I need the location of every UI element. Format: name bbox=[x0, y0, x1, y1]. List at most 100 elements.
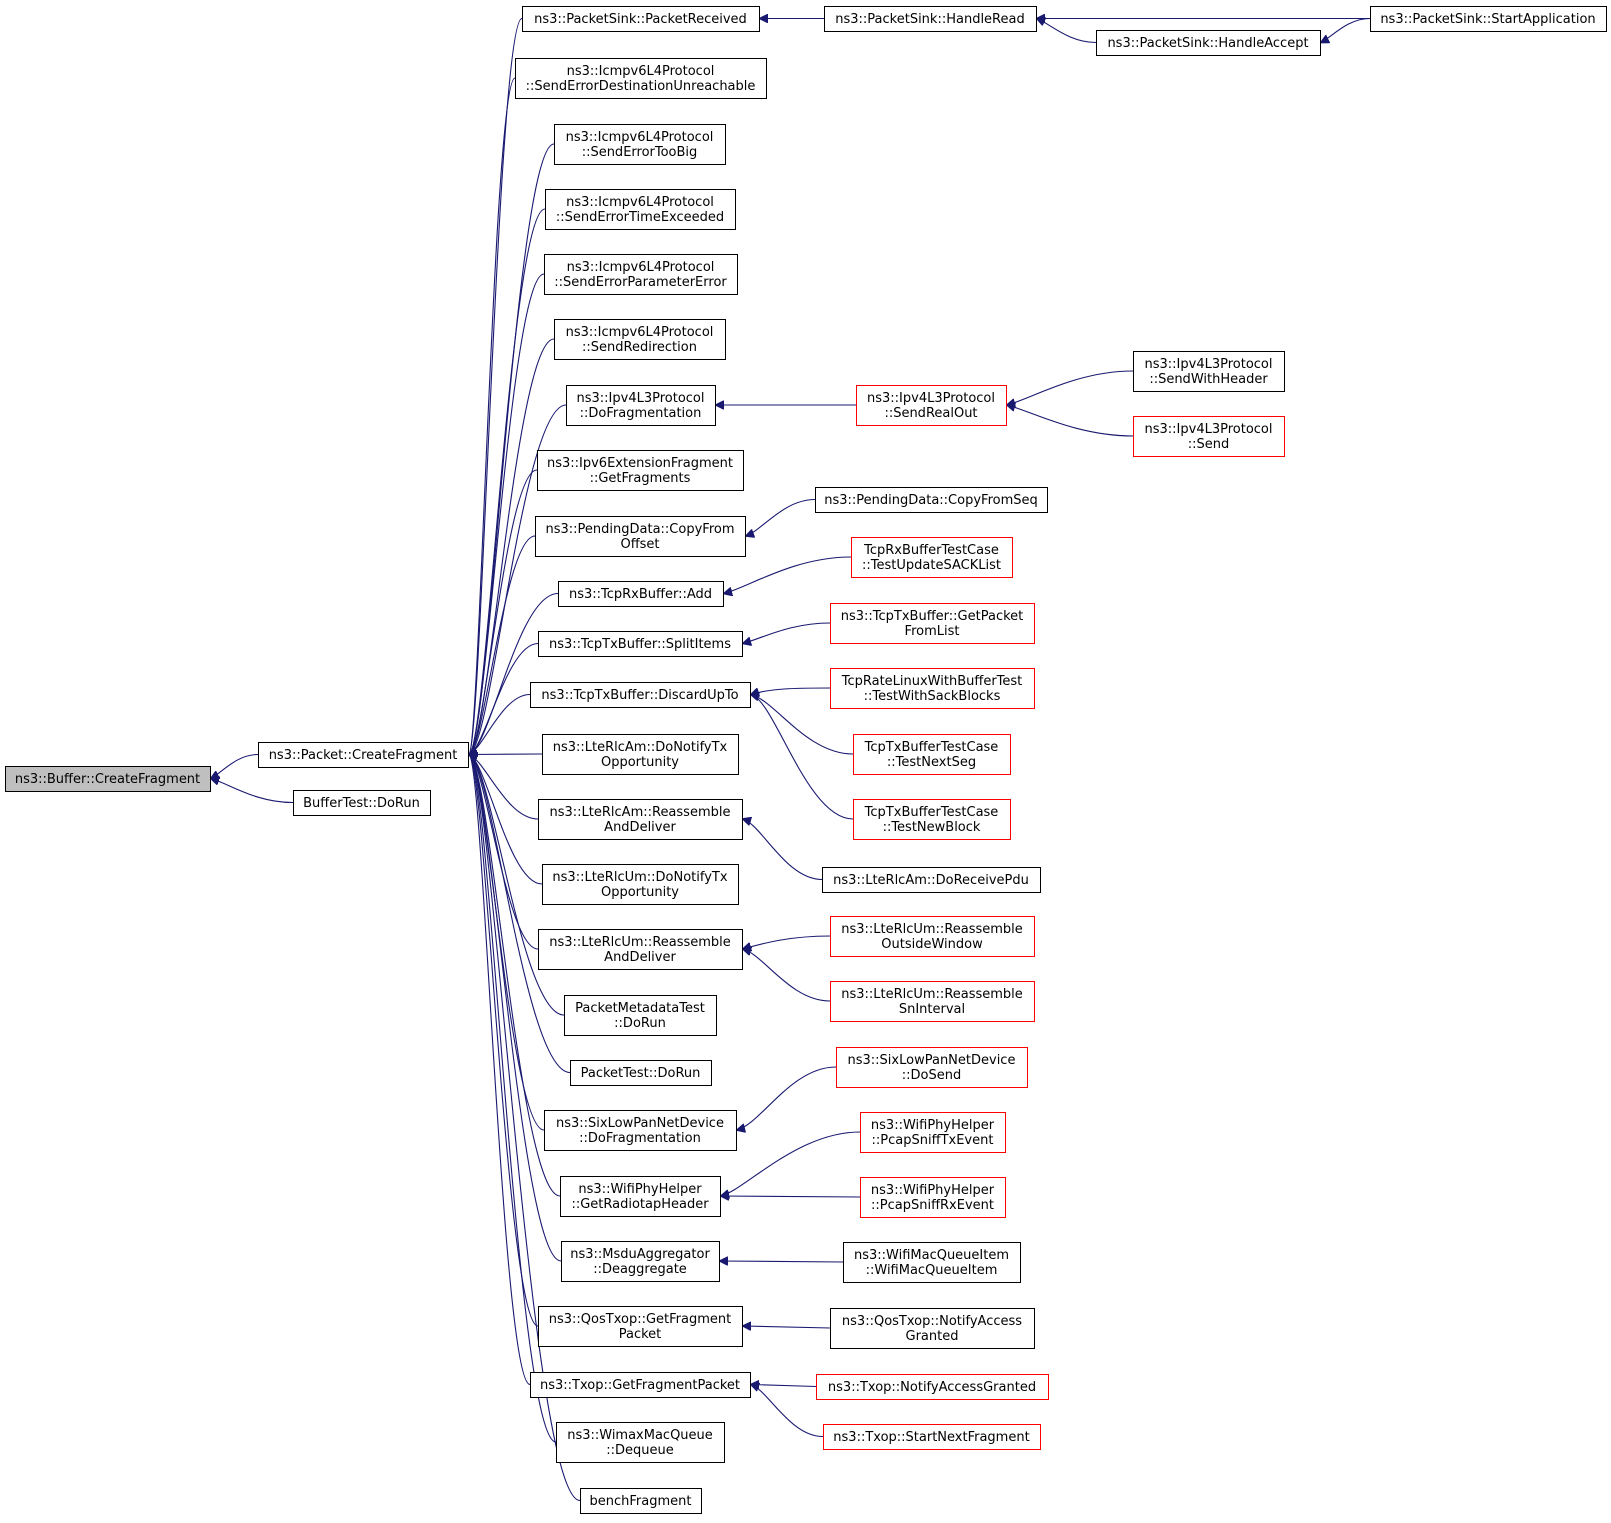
node-box bbox=[542, 864, 739, 905]
node-tcprx-add[interactable]: ns3::TcpRxBuffer::Add bbox=[558, 581, 724, 607]
node-pending-copyfromseq[interactable]: ns3::PendingData::CopyFromSeq bbox=[815, 487, 1048, 513]
node-box bbox=[824, 6, 1037, 32]
call-edge-wimax-dequeue-to-packet-createfragment bbox=[469, 755, 557, 1443]
node-wifiphy-pcaprx[interactable]: ns3::WifiPhyHelper::PcapSniffRxEvent bbox=[860, 1177, 1006, 1218]
node-rlcam-doreceivepdu[interactable]: ns3::LteRlcAm::DoReceivePdu bbox=[822, 867, 1041, 893]
node-ipv4-dofragmentation[interactable]: ns3::Ipv4L3Protocol::DoFragmentation bbox=[566, 385, 716, 426]
node-ipv4-sendrealout[interactable]: ns3::Ipv4L3Protocol::SendRealOut bbox=[856, 385, 1007, 426]
node-qostxop-getfragment[interactable]: ns3::QosTxop::GetFragmentPacket bbox=[538, 1306, 743, 1347]
node-label-line: ns3::Icmpv6L4Protocol bbox=[566, 325, 714, 340]
node-box bbox=[537, 450, 744, 491]
call-edge-icmp-parametererror-to-packet-createfragment bbox=[469, 273, 545, 755]
node-label-line: ns3::MsduAggregator bbox=[570, 1247, 710, 1262]
call-edge-packetsink-packetreceived-to-packet-createfragment bbox=[469, 17, 523, 755]
node-wimax-dequeue[interactable]: ns3::WimaxMacQueue::Dequeue bbox=[556, 1422, 725, 1463]
node-label-line: ::TestUpdateSACKList bbox=[862, 558, 1001, 573]
node-box bbox=[856, 385, 1007, 426]
node-label-line: ::GetRadiotapHeader bbox=[571, 1197, 709, 1212]
node-packettest-dorun[interactable]: PacketTest::DoRun bbox=[570, 1060, 712, 1086]
node-label-line: ns3::WifiPhyHelper bbox=[871, 1118, 995, 1133]
call-edge-wifiphy-pcaprx-to-wifiphy-getradiotap bbox=[721, 1196, 861, 1197]
call-edge-packetsink-startapp-to-packetsink-handleaccept bbox=[1321, 17, 1371, 43]
node-tcptx-discardupto[interactable]: ns3::TcpTxBuffer::DiscardUpTo bbox=[530, 682, 751, 708]
node-icmp-toobig[interactable]: ns3::Icmpv6L4Protocol::SendErrorTooBig bbox=[554, 124, 726, 165]
node-label-line: ::SendErrorParameterError bbox=[554, 275, 727, 290]
node-tcprxtest-sack[interactable]: TcpRxBufferTestCase::TestUpdateSACKList bbox=[851, 537, 1013, 578]
node-ipv4-send[interactable]: ns3::Ipv4L3Protocol::Send bbox=[1133, 416, 1285, 457]
call-edge-packetsink-handleaccept-to-packetsink-handleread bbox=[1037, 19, 1097, 44]
node-wifimacqueueitem[interactable]: ns3::WifiMacQueueItem::WifiMacQueueItem bbox=[843, 1242, 1021, 1283]
node-box bbox=[538, 929, 743, 970]
node-qostxop-notifyaccess[interactable]: ns3::QosTxop::NotifyAccessGranted bbox=[830, 1308, 1035, 1349]
node-icmp-timeexceeded[interactable]: ns3::Icmpv6L4Protocol::SendErrorTimeExce… bbox=[545, 189, 736, 230]
node-label-line: TcpRxBufferTestCase bbox=[863, 543, 999, 558]
node-icmp-dest-unreach[interactable]: ns3::Icmpv6L4Protocol::SendErrorDestinat… bbox=[515, 58, 767, 99]
node-label-line: ns3::Ipv4L3Protocol bbox=[577, 391, 705, 406]
node-label-line: ::SendErrorTooBig bbox=[582, 145, 698, 160]
call-edge-packettest-dorun-to-packet-createfragment bbox=[469, 755, 571, 1074]
node-txop-notifyaccess[interactable]: ns3::Txop::NotifyAccessGranted bbox=[816, 1374, 1049, 1400]
node-box bbox=[830, 603, 1035, 644]
node-label-line: ns3::PacketSink::PacketReceived bbox=[534, 12, 747, 27]
node-box bbox=[823, 1424, 1041, 1450]
node-packet-createfragment[interactable]: ns3::Packet::CreateFragment bbox=[258, 742, 469, 768]
node-box bbox=[1133, 351, 1285, 392]
node-label-line: OutsideWindow bbox=[881, 937, 983, 952]
node-sixlowpan-dofrag[interactable]: ns3::SixLowPanNetDevice::DoFragmentation bbox=[544, 1110, 737, 1151]
call-edge-rlcam-doreceivepdu-to-rlcam-reassemble bbox=[743, 819, 823, 881]
node-tcptxtest-nextseg[interactable]: TcpTxBufferTestCase::TestNextSeg bbox=[853, 734, 1011, 775]
call-edge-buffertest-dorun-to-root bbox=[211, 779, 294, 804]
node-txop-getfragment[interactable]: ns3::Txop::GetFragmentPacket bbox=[530, 1372, 751, 1398]
node-buffertest-dorun[interactable]: BufferTest::DoRun bbox=[293, 790, 431, 816]
node-label-line: ns3::SixLowPanNetDevice bbox=[848, 1053, 1016, 1068]
function-nodes: ns3::Buffer::CreateFragment ns3::Packet::… bbox=[5, 6, 1607, 1514]
node-benchfragment[interactable]: benchFragment bbox=[580, 1488, 702, 1514]
node-icmp-parametererror[interactable]: ns3::Icmpv6L4Protocol::SendErrorParamete… bbox=[544, 254, 738, 295]
node-txop-startnextfragment[interactable]: ns3::Txop::StartNextFragment bbox=[823, 1424, 1041, 1450]
node-box bbox=[860, 1177, 1006, 1218]
node-wifiphy-pcaptx[interactable]: ns3::WifiPhyHelper::PcapSniffTxEvent bbox=[860, 1112, 1006, 1153]
node-tcpratelinux-test[interactable]: TcpRateLinuxWithBufferTest::TestWithSack… bbox=[830, 668, 1035, 709]
node-tcptx-splititems[interactable]: ns3::TcpTxBuffer::SplitItems bbox=[538, 631, 743, 657]
node-icmp-redirection[interactable]: ns3::Icmpv6L4Protocol::SendRedirection bbox=[554, 319, 726, 360]
node-box bbox=[545, 189, 736, 230]
node-packetsink-startapp[interactable]: ns3::PacketSink::StartApplication bbox=[1370, 6, 1607, 32]
node-msdu-deaggregate[interactable]: ns3::MsduAggregator::Deaggregate bbox=[561, 1241, 720, 1282]
node-wifiphy-getradiotap[interactable]: ns3::WifiPhyHelper::GetRadiotapHeader bbox=[560, 1176, 721, 1217]
node-packetmetadatatest[interactable]: PacketMetadataTest::DoRun bbox=[564, 995, 717, 1036]
node-packetsink-handleaccept[interactable]: ns3::PacketSink::HandleAccept bbox=[1096, 30, 1321, 56]
node-label-line: SnInterval bbox=[899, 1002, 965, 1017]
node-box bbox=[566, 385, 716, 426]
node-label-line: Offset bbox=[620, 537, 659, 552]
node-label-line: ns3::LteRlcAm::Reassemble bbox=[550, 805, 731, 820]
node-label-line: ns3::PendingData::CopyFrom bbox=[546, 522, 735, 537]
call-edge-wifimacqueueitem-to-msdu-deaggregate bbox=[720, 1261, 844, 1262]
node-box bbox=[560, 1176, 721, 1217]
call-edge-icmp-dest-unreach-to-packet-createfragment bbox=[469, 77, 516, 755]
call-edge-rlcum-reassemble-sn-to-rlcum-reassemble bbox=[743, 949, 831, 1002]
node-packetsink-handleread[interactable]: ns3::PacketSink::HandleRead bbox=[824, 6, 1037, 32]
node-root[interactable]: ns3::Buffer::CreateFragment bbox=[5, 766, 211, 792]
node-box bbox=[860, 1112, 1006, 1153]
call-edge-ipv4-send-to-ipv4-sendrealout bbox=[1007, 405, 1134, 437]
node-sixlowpan-dosend[interactable]: ns3::SixLowPanNetDevice::DoSend bbox=[836, 1047, 1028, 1088]
node-label-line: ns3::Ipv4L3Protocol bbox=[1145, 422, 1273, 437]
node-box bbox=[538, 799, 743, 840]
node-box bbox=[815, 487, 1048, 513]
node-ipv6ext-getfragments[interactable]: ns3::Ipv6ExtensionFragment::GetFragments bbox=[537, 450, 744, 491]
node-label-line: ns3::PacketSink::HandleAccept bbox=[1107, 36, 1308, 51]
node-packetsink-packetreceived[interactable]: ns3::PacketSink::PacketReceived bbox=[522, 6, 760, 32]
node-label-line: BufferTest::DoRun bbox=[303, 796, 420, 811]
node-ipv4-sendwithheader[interactable]: ns3::Ipv4L3Protocol::SendWithHeader bbox=[1133, 351, 1285, 392]
node-label-line: Opportunity bbox=[601, 755, 679, 770]
node-tcptxtest-newblock[interactable]: TcpTxBufferTestCase::TestNewBlock bbox=[853, 799, 1011, 840]
call-edge-tcptx-splititems-to-packet-createfragment bbox=[469, 642, 539, 755]
